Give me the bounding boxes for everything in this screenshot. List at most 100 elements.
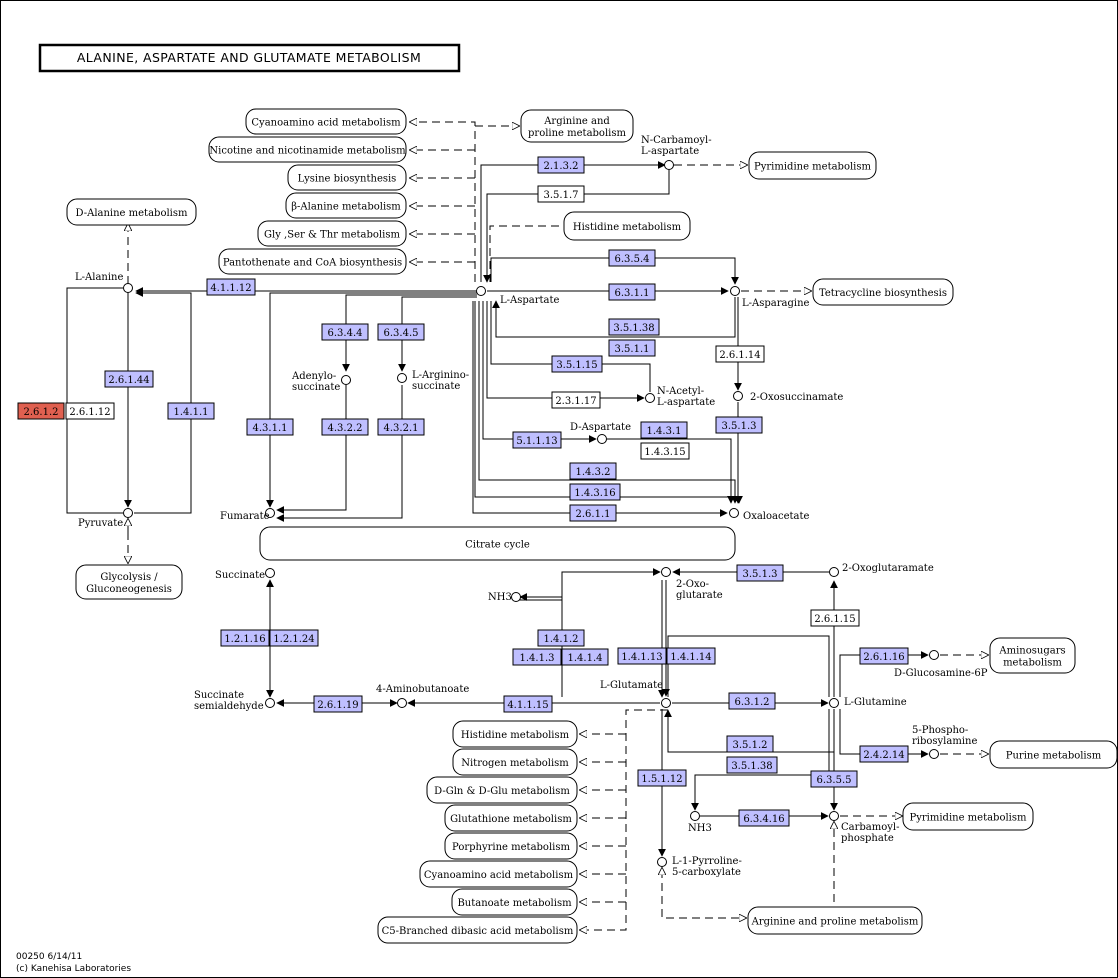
compound-succ[interactable]: Succinate: [215, 568, 275, 582]
enzyme-box[interactable]: 3.5.1.2: [726, 735, 774, 753]
enzyme-box[interactable]: 6.3.4.4: [321, 323, 369, 341]
compound-node[interactable]: [265, 508, 275, 518]
compound-p5c[interactable]: L-1-Pyrroline-5-carboxylate: [657, 856, 742, 878]
enzyme-box[interactable]: 4.1.1.12: [206, 278, 256, 296]
map-glyco[interactable]: Glycolysis /Gluconeogenesis: [75, 564, 183, 600]
compound-carbp[interactable]: Carbamoyl-phosphate: [829, 811, 900, 845]
compound-node[interactable]: [661, 698, 671, 708]
enzyme-box[interactable]: 3.5.1.3: [715, 416, 763, 434]
compound-node[interactable]: [397, 373, 407, 383]
enzyme-box[interactable]: 2.6.1.19: [313, 695, 363, 713]
compound-node[interactable]: [476, 286, 486, 296]
compound-adeno[interactable]: Adenylo-succinate: [291, 371, 351, 393]
enzyme-box[interactable]: 1.4.1.13: [617, 647, 667, 665]
compound-node[interactable]: [645, 393, 655, 403]
compound-node[interactable]: [729, 508, 739, 518]
map-purine[interactable]: Purine metabolism: [989, 740, 1118, 769]
map-butan[interactable]: Butanoate metabolism: [451, 888, 578, 916]
compound-node[interactable]: [511, 592, 521, 602]
compound-ncarb[interactable]: N-Carbamoyl-L-aspartate: [641, 135, 712, 170]
enzyme-box[interactable]: 2.6.1.44: [104, 370, 154, 388]
enzyme-box[interactable]: 1.4.1.3: [512, 648, 562, 666]
map-panto[interactable]: Pantothenate and CoA biosynthesis: [218, 248, 407, 275]
enzyme-box[interactable]: 1.2.1.24: [269, 629, 319, 647]
compound-prpp[interactable]: 5-Phospho-ribosylamine: [912, 725, 977, 759]
compound-gaba[interactable]: 4-Aminobutanoate: [376, 684, 469, 708]
compound-oxosuc[interactable]: 2-Oxosuccinamate: [733, 391, 844, 404]
enzyme-box[interactable]: 6.3.5.4: [608, 249, 656, 267]
enzyme-box[interactable]: 6.3.1.2: [728, 692, 776, 710]
map-c5[interactable]: C5-Branched dibasic acid metabolism: [377, 916, 578, 944]
compound-node[interactable]: [265, 698, 275, 708]
enzyme-box[interactable]: 6.3.1.1: [608, 283, 656, 301]
compound-nh3a[interactable]: NH3: [488, 592, 521, 603]
compound-nh3b[interactable]: NH3: [688, 811, 712, 835]
enzyme-box[interactable]: 4.1.1.15: [503, 695, 553, 713]
enzyme-box[interactable]: 3.5.1.15: [551, 355, 603, 373]
compound-node[interactable]: [829, 698, 839, 708]
compound-fum[interactable]: Fumarate: [220, 508, 275, 523]
compound-lasn[interactable]: L-Asparagine: [730, 286, 810, 310]
map-nitro[interactable]: Nitrogen metabolism: [452, 748, 578, 776]
enzyme-box[interactable]: 1.4.3.1: [640, 421, 688, 439]
enzyme-box[interactable]: 6.3.5.5: [810, 770, 858, 788]
enzyme-box[interactable]: 1.4.3.2: [569, 462, 617, 480]
compound-pyr[interactable]: Pyruvate: [78, 508, 133, 530]
enzyme-box[interactable]: 1.4.3.15: [640, 442, 690, 460]
enzyme-box[interactable]: 1.4.1.14: [666, 647, 716, 665]
enzyme-box[interactable]: 3.5.1.7: [537, 185, 585, 203]
enzyme-box[interactable]: 1.4.1.2: [537, 629, 585, 647]
compound-glcn6p[interactable]: D-Glucosamine-6P: [894, 650, 988, 680]
enzyme-box[interactable]: 3.5.1.1: [608, 339, 656, 357]
compound-node[interactable]: [661, 567, 671, 577]
map-argpro2[interactable]: Arginine and proline metabolism: [747, 906, 923, 935]
enzyme-box[interactable]: 1.4.1.4: [561, 648, 609, 666]
compound-node[interactable]: [597, 434, 607, 444]
compound-oxal[interactable]: Oxaloacetate: [729, 508, 810, 523]
compound-node[interactable]: [929, 749, 939, 759]
enzyme-box[interactable]: 2.4.2.14: [859, 745, 909, 763]
map-nicotin[interactable]: Nicotine and nicotinamide metabolism: [208, 136, 407, 163]
map-cyano1[interactable]: Cyanoamino acid metabolism: [245, 108, 407, 135]
compound-node[interactable]: [733, 391, 743, 401]
compound-node[interactable]: [664, 160, 674, 170]
enzyme-box[interactable]: 2.6.1.12: [65, 402, 115, 420]
map-porph[interactable]: Porphyrine metabolism: [444, 832, 578, 860]
enzyme-box[interactable]: 6.3.4.16: [738, 809, 790, 827]
compound-lasp[interactable]: L-Aspartate: [476, 286, 560, 307]
compound-node[interactable]: [397, 698, 407, 708]
compound-node[interactable]: [690, 811, 700, 821]
map-gluta[interactable]: Glutathione metabolism: [444, 804, 578, 832]
enzyme-box[interactable]: 4.3.2.2: [321, 418, 369, 436]
compound-node[interactable]: [123, 283, 133, 293]
enzyme-box[interactable]: 2.3.1.17: [551, 391, 601, 409]
map-dgln[interactable]: D-Gln & D-Glu metabolism: [426, 776, 578, 804]
map-balanine[interactable]: β-Alanine metabolism: [285, 192, 407, 219]
enzyme-box[interactable]: 2.6.1.2: [17, 402, 65, 420]
compound-oxoglu[interactable]: 2-Oxo-glutarate: [661, 567, 723, 602]
compound-node[interactable]: [657, 857, 667, 867]
compound-node[interactable]: [123, 508, 133, 518]
compound-node[interactable]: [341, 375, 351, 385]
compound-node[interactable]: [730, 286, 740, 296]
enzyme-box[interactable]: 4.3.2.1: [377, 418, 425, 436]
compound-node[interactable]: [829, 567, 839, 577]
compound-lala[interactable]: L-Alanine: [75, 272, 133, 293]
map-pyrim1[interactable]: Pyrimidine metabolism: [748, 151, 877, 180]
compound-node[interactable]: [929, 650, 939, 660]
enzyme-box[interactable]: 1.2.1.16: [220, 629, 270, 647]
enzyme-box[interactable]: 2.6.1.16: [859, 647, 909, 665]
enzyme-box[interactable]: 1.5.1.12: [637, 769, 687, 787]
map-cyano2[interactable]: Cyanoamino acid metabolism: [419, 860, 578, 888]
enzyme-box[interactable]: 6.3.4.5: [377, 323, 425, 341]
enzyme-box[interactable]: 2.1.3.2: [537, 156, 585, 174]
enzyme-box[interactable]: 1.4.1.1: [167, 402, 215, 420]
compound-lgln[interactable]: L-Glutamine: [829, 697, 907, 708]
compound-nacetyl[interactable]: N-Acetyl-L-aspartate: [645, 386, 716, 408]
map-pyrim2[interactable]: Pyrimidine metabolism: [902, 802, 1034, 831]
compound-node[interactable]: [265, 568, 275, 578]
enzyme-box[interactable]: 4.3.1.1: [246, 418, 294, 436]
enzyme-box[interactable]: 3.5.1.38: [608, 318, 660, 336]
